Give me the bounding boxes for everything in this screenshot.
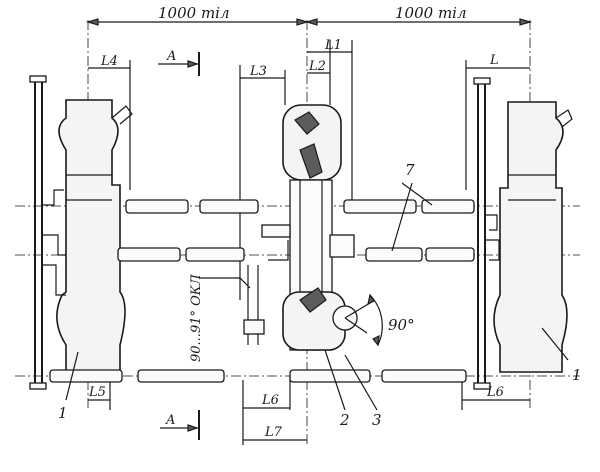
fold-angle-label: 90° bbox=[388, 316, 415, 334]
section-a-top-label: A bbox=[166, 49, 176, 64]
dim-l6-right-label: L6 bbox=[486, 385, 504, 400]
left-linkage bbox=[29, 75, 66, 390]
right-wheel bbox=[493, 101, 573, 373]
callout-leaders bbox=[65, 182, 569, 411]
toe-angle-label: 90...91° ОКЛ bbox=[189, 273, 204, 362]
top-dimensions bbox=[85, 18, 533, 79]
dim-l-label: L bbox=[489, 53, 499, 68]
dim-l3-label: L3 bbox=[249, 64, 267, 79]
callout-2: 2 bbox=[339, 411, 350, 429]
shafts bbox=[49, 199, 475, 383]
dim-left-span-label: 1000 тіл bbox=[158, 4, 230, 22]
dim-l7-label: L7 bbox=[264, 425, 283, 440]
right-linkage bbox=[473, 77, 500, 390]
section-marks bbox=[158, 52, 200, 440]
dimension-labels: 1000 тіл 1000 тіл L4 L3 L1 L2 L L5 L6 L6… bbox=[58, 4, 582, 440]
dim-l1-label: L1 bbox=[324, 38, 342, 53]
callout-3: 3 bbox=[372, 411, 382, 429]
callout-7: 7 bbox=[405, 161, 415, 179]
angle-annotations bbox=[200, 277, 383, 347]
dim-l5-label: L5 bbox=[88, 385, 106, 400]
central-assembly bbox=[243, 104, 371, 351]
dim-l4-label: L4 bbox=[100, 54, 118, 69]
dim-l6-center-label: L6 bbox=[261, 393, 279, 408]
callout-1-left: 1 bbox=[58, 404, 68, 422]
dim-l2-label: L2 bbox=[308, 59, 326, 74]
left-wheel bbox=[56, 99, 133, 373]
dim-right-span-label: 1000 тіл bbox=[395, 4, 467, 22]
bottom-dimensions bbox=[88, 399, 530, 441]
callout-1-right: 1 bbox=[572, 366, 582, 384]
section-a-bottom-label: A bbox=[165, 413, 175, 428]
